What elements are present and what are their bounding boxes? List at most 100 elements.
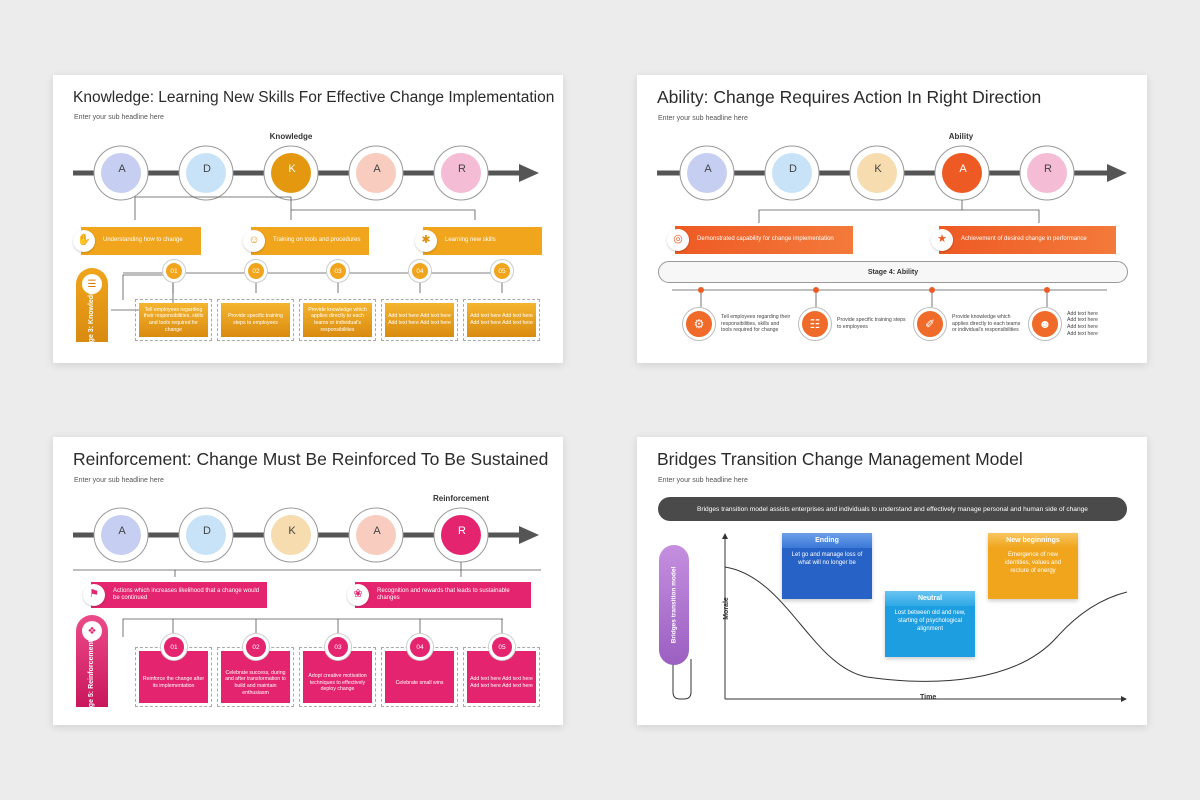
letter-r: R — [1044, 163, 1052, 175]
letter-a2: A — [959, 163, 967, 175]
ability-item: ☷ Provide specific training steps to emp… — [799, 308, 907, 340]
target-icon: ◎ — [667, 229, 689, 251]
item-text: Add text here Add text here Add text her… — [1067, 310, 1098, 337]
box-text: Learning new skills — [445, 237, 496, 244]
step-number: 05 — [491, 260, 513, 282]
slide-subtitle: Enter your sub headline here — [658, 477, 748, 484]
phase-body: Let go and manage loss of what will no l… — [791, 552, 863, 566]
stage-pill: Stage 4: Ability — [658, 261, 1128, 283]
item-text: Tell employees regarding their responsib… — [721, 313, 791, 334]
step-number: 01 — [161, 634, 187, 660]
presentation-icon: ☷ — [799, 308, 831, 340]
phase-ending: Ending Let go and manage loss of what wi… — [782, 533, 872, 599]
step-card: Celebrate small wins — [381, 647, 458, 707]
box-text: Actions which increases likelihood that … — [113, 587, 260, 602]
letter-d: D — [203, 163, 211, 175]
stage-label: Ability — [948, 132, 974, 141]
adkar-flow-graphic — [73, 145, 539, 311]
checklist-icon: ☰ — [82, 274, 102, 294]
card-text: Celebrate small wins — [385, 651, 454, 703]
box-text: Training on tools and procedures — [273, 237, 361, 244]
card-text: Reinforce the change after its implement… — [139, 651, 208, 703]
letter-a: A — [704, 163, 712, 175]
slide-bridges: Bridges Transition Change Management Mod… — [637, 437, 1147, 725]
slide-title: Reinforcement: Change Must Be Reinforced… — [73, 449, 549, 469]
gear-icon: ⚙ — [683, 308, 715, 340]
step-card: Reinforce the change after its implement… — [135, 647, 212, 707]
slide-knowledge: Knowledge: Learning New Skills For Effec… — [53, 75, 563, 363]
box-text: Achievement of desired change in perform… — [961, 236, 1087, 243]
ability-box-2: ★ Achievement of desired change in perfo… — [931, 226, 1116, 254]
phase-heading: Neutral — [885, 591, 975, 606]
achievement-icon: ★ — [931, 229, 953, 251]
continuity-icon: ⚑ — [83, 584, 105, 606]
step-number: 01 — [163, 260, 185, 282]
slide-title: Knowledge: Learning New Skills For Effec… — [73, 89, 555, 106]
card-text: Add text here Add text here Add text her… — [467, 303, 536, 337]
slide-reinforcement: Reinforcement: Change Must Be Reinforced… — [53, 437, 563, 725]
step-number: 05 — [489, 634, 515, 660]
slide-title: Ability: Change Requires Action In Right… — [657, 87, 1042, 107]
letter-k: K — [288, 163, 296, 175]
transition-curve-graphic — [672, 533, 1128, 702]
letter-k: K — [288, 525, 296, 537]
step-card: Celebrate success, during and after tran… — [217, 647, 294, 707]
ability-item: ☻ Add text here Add text here Add text h… — [1029, 308, 1107, 340]
letter-a: A — [118, 163, 126, 175]
knowledge-box-3: ✱ Learning new skills — [415, 227, 542, 255]
stage-tab-label: Stage 3: Knowledge — [87, 286, 95, 354]
letter-a2: A — [373, 163, 381, 175]
card-text: Add text here Add text here Add text her… — [385, 303, 454, 337]
letter-r: R — [458, 525, 466, 537]
side-label-text: Bridges transition model — [670, 566, 678, 644]
stage-tab: ❖ Stage 5: Reinforcement — [76, 615, 108, 718]
box-text: Demonstrated capability for change imple… — [697, 236, 834, 243]
y-axis-label: Morale — [722, 597, 730, 620]
phase-neutral: Neutral Lost between old and new, starti… — [885, 591, 975, 657]
phase-body: Emergence of new identities, values and … — [1004, 552, 1062, 574]
brain-icon: ✱ — [415, 230, 437, 252]
step-number: 02 — [243, 634, 269, 660]
box-text: Understanding how to change — [103, 237, 183, 244]
training-icon: ☺ — [243, 230, 265, 252]
reinforcement-box-2: ❀ Recognition and rewards that leads to … — [347, 582, 531, 608]
award-icon: ❀ — [347, 584, 369, 606]
step-number: 02 — [245, 260, 267, 282]
slide-ability: Ability: Change Requires Action In Right… — [637, 75, 1147, 363]
side-label-bar: Bridges transition model — [659, 545, 689, 665]
ability-item: ✐ Provide knowledge which applies direct… — [914, 308, 1022, 340]
card-text: Provide knowledge which applies directly… — [303, 303, 372, 337]
step-card: Provide specific training steps to emplo… — [217, 299, 294, 341]
stage-tab: ☰ Stage 3: Knowledge — [76, 268, 108, 353]
letter-a: A — [118, 525, 126, 537]
step-card: Add text here Add text here Add text her… — [463, 299, 540, 341]
phase-heading: New beginnings — [988, 533, 1078, 548]
letter-k: K — [874, 163, 882, 175]
letter-r: R — [458, 163, 466, 175]
stage-tab-label: Stage 5: Reinforcement — [87, 640, 95, 719]
document-icon: ✐ — [914, 308, 946, 340]
card-text: Provide specific training steps to emplo… — [221, 303, 290, 337]
ability-box-1: ◎ Demonstrated capability for change imp… — [667, 226, 853, 254]
x-axis-label: Time — [920, 694, 937, 701]
slide-subtitle: Enter your sub headline here — [74, 114, 164, 121]
card-text: Celebrate success, during and after tran… — [221, 651, 290, 703]
knowledge-box-2: ☺ Training on tools and procedures — [243, 227, 369, 255]
adkar-flow-graphic — [73, 507, 541, 637]
box-text: Recognition and rewards that leads to su… — [377, 587, 510, 602]
letter-d: D — [789, 163, 797, 175]
adkar-flow-graphic — [657, 145, 1127, 307]
phase-heading: Ending — [782, 533, 872, 548]
item-text: Provide knowledge which applies directly… — [952, 313, 1021, 334]
person-icon: ☻ — [1029, 308, 1061, 340]
step-number: 04 — [409, 260, 431, 282]
slide-subtitle: Enter your sub headline here — [658, 115, 748, 122]
stage-label: Reinforcement — [432, 494, 489, 503]
badge-icon: ❖ — [82, 621, 102, 641]
step-number: 03 — [327, 260, 349, 282]
step-card: Add text here Add text here Add text her… — [381, 299, 458, 341]
card-text: Add text here Add text here Add text her… — [467, 651, 536, 703]
phase-body: Lost between old and new, starting of ps… — [894, 610, 966, 632]
step-card: Tell employees regarding their responsib… — [135, 299, 212, 341]
stage-label: Knowledge — [269, 132, 313, 141]
